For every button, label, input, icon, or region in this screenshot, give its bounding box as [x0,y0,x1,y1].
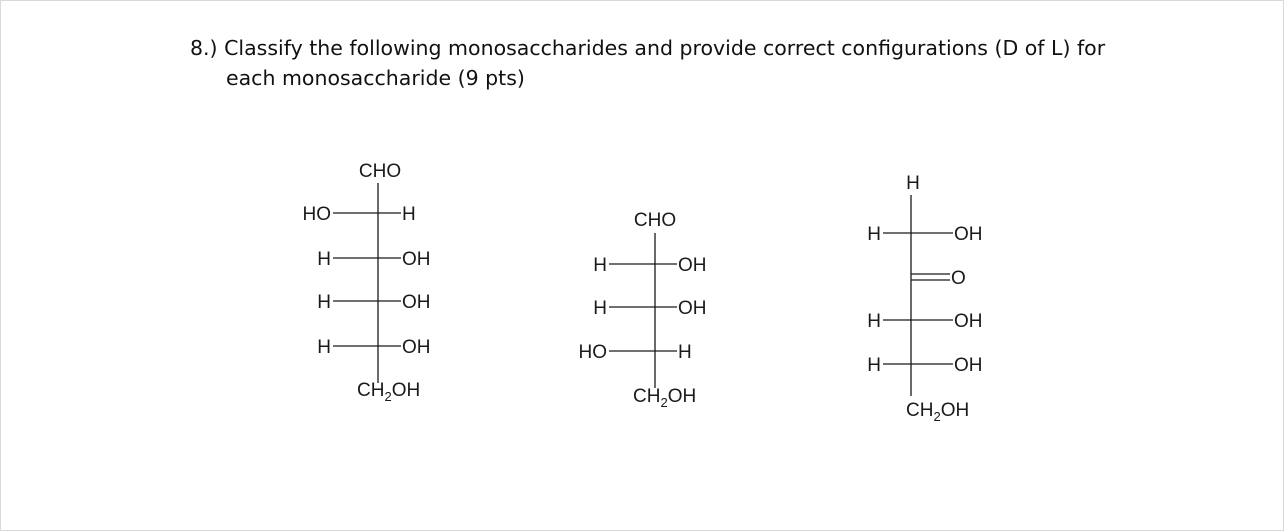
structure-3-row-4-left: H [867,355,881,376]
structure-1-row-3-right: OH [402,292,431,313]
question-line-2: each monosaccharide (9 pts) [226,66,525,90]
fischer-structure-2: CHO H OH H OH HO H CH2OH [579,210,707,410]
structure-2-row-2-left: H [593,298,607,319]
structure-1-top-group: CHO [359,161,401,182]
structure-3-row-1-left: H [867,224,881,245]
question-text: 8.) Classify the following monosaccharid… [190,33,1150,93]
structure-2-row-1-left: H [593,255,607,276]
structure-3-carbonyl-oxygen: O [951,268,966,289]
question-line-1: 8.) Classify the following monosaccharid… [190,33,1150,63]
fischer-structure-3: H H OH O H OH H OH CH2OH [867,173,982,424]
structure-3-bottom-group: CH2OH [906,400,969,424]
structure-2-top-group: CHO [634,210,676,231]
fischer-structure-1: CHO HO H H OH H OH H OH CH2OH [303,161,431,404]
structure-3-row-3-left: H [867,311,881,332]
structure-3-row-3-right: OH [954,311,983,332]
structure-1-row-3-left: H [317,292,331,313]
structure-1-row-2-left: H [317,249,331,270]
structure-1-row-2-right: OH [402,249,431,270]
structure-1-row-4-left: H [317,337,331,358]
structure-1-bottom-group: CH2OH [357,380,420,404]
structure-2-row-3-right: H [678,342,692,363]
structure-1-row-1-left: HO [303,204,332,225]
question-prompt: Classify the following monosaccharides a… [224,36,1106,60]
structure-1-row-4-right: OH [402,337,431,358]
structure-2-row-1-right: OH [678,255,707,276]
structure-2-row-2-right: OH [678,298,707,319]
structure-3-top-group: H [906,173,920,194]
structure-2-bottom-group: CH2OH [633,386,696,410]
structure-3-row-4-right: OH [954,355,983,376]
structure-2-row-3-left: HO [579,342,608,363]
structure-1-row-1-right: H [402,204,416,225]
question-number: 8.) [190,36,218,60]
structure-3-row-1-right: OH [954,224,983,245]
